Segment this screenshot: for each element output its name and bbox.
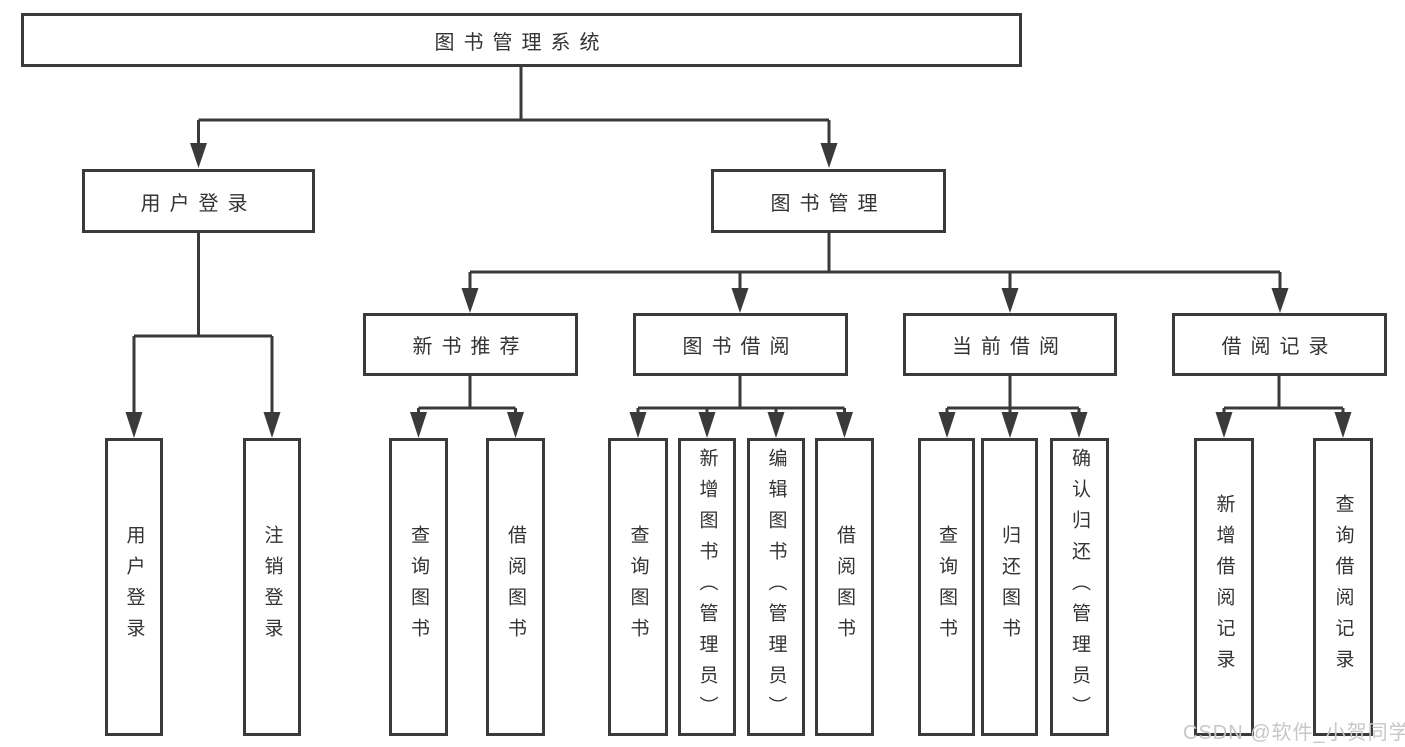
leaf-query-books-current: 查询图书 bbox=[918, 438, 975, 736]
leaf-add-book-admin: 新增图书（管理员） bbox=[678, 438, 736, 736]
arrowhead-icon bbox=[731, 288, 749, 313]
connector-newbookrec-to-leaves bbox=[417, 376, 517, 413]
arrowhead-icon bbox=[1001, 412, 1019, 438]
node-library-management-system: 图书管理系统 bbox=[21, 13, 1022, 67]
connector-bookborrow-to-leaves bbox=[636, 376, 846, 413]
leaf-query-borrow-record: 查询借阅记录 bbox=[1313, 438, 1373, 736]
arrowhead-icon bbox=[836, 412, 853, 438]
leaf-edit-book-admin: 编辑图书（管理员） bbox=[747, 438, 805, 736]
leaf-query-books-recommend: 查询图书 bbox=[389, 438, 448, 736]
connector-userlogin-to-leaves bbox=[132, 233, 274, 413]
leaf-user-login: 用户登录 bbox=[105, 438, 163, 736]
csdn-watermark: CSDN @软件_小贺同学 bbox=[1183, 722, 1405, 744]
leaf-query-books-borrowing: 查询图书 bbox=[608, 438, 668, 736]
leaf-return-books: 归还图书 bbox=[981, 438, 1038, 736]
node-new-book-recommend: 新书推荐 bbox=[363, 313, 578, 376]
arrowhead-icon bbox=[1334, 412, 1352, 438]
arrowhead-icon bbox=[698, 412, 716, 438]
arrowhead-icon bbox=[1271, 288, 1289, 313]
arrowhead-icon bbox=[767, 412, 785, 438]
connector-bookmgmt-to-sections bbox=[468, 233, 1282, 289]
leaf-confirm-return-admin: 确认归还（管理员） bbox=[1050, 438, 1109, 736]
leaf-logout: 注销登录 bbox=[243, 438, 301, 736]
arrowhead-icon bbox=[938, 412, 956, 438]
arrowhead-icon bbox=[1001, 288, 1019, 313]
leaf-borrow-books-recommend: 借阅图书 bbox=[486, 438, 545, 736]
node-user-login-branch: 用户登录 bbox=[82, 169, 315, 233]
arrowhead-icon bbox=[1070, 412, 1088, 438]
node-current-borrowing: 当前借阅 bbox=[903, 313, 1117, 376]
connector-root-to-level2 bbox=[197, 67, 831, 144]
leaf-add-borrow-record: 新增借阅记录 bbox=[1194, 438, 1254, 736]
arrowhead-icon bbox=[190, 143, 207, 168]
arrowhead-icon bbox=[461, 288, 479, 313]
arrowhead-icon bbox=[629, 412, 647, 438]
node-book-borrowing: 图书借阅 bbox=[633, 313, 848, 376]
arrowhead-icon bbox=[410, 412, 427, 438]
arrowhead-icon bbox=[507, 412, 524, 438]
node-borrowing-records: 借阅记录 bbox=[1172, 313, 1387, 376]
arrowhead-icon bbox=[125, 412, 143, 438]
connector-currentborrow-to-leaves bbox=[945, 376, 1081, 413]
connector-borrowrecords-to-leaves bbox=[1222, 376, 1345, 413]
arrowhead-icon bbox=[1215, 412, 1233, 438]
arrowhead-icon bbox=[263, 412, 281, 438]
arrowhead-icon bbox=[820, 143, 838, 168]
leaf-borrow-books-borrowing: 借阅图书 bbox=[815, 438, 874, 736]
node-book-management-branch: 图书管理 bbox=[711, 169, 946, 233]
